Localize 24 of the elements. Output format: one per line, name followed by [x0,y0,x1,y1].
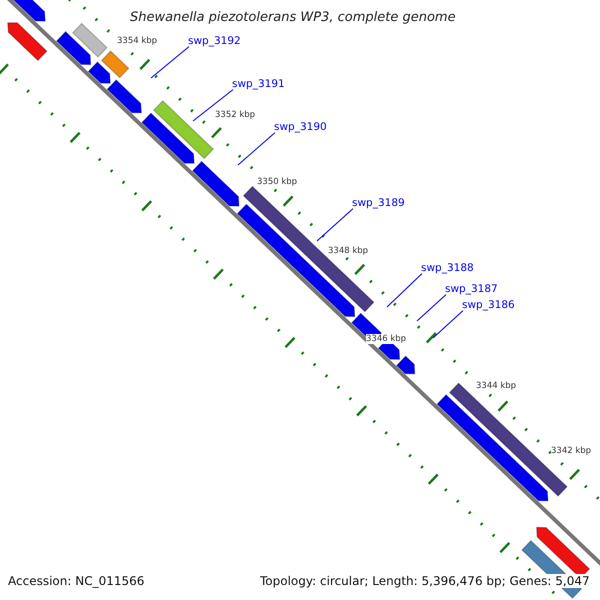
gene-name: swp_3190 [274,121,327,134]
tick-label: 3346 kbp [366,334,406,344]
leader-line [150,46,190,78]
title: Shewanella piezotolerans WP3, complete genome [130,10,456,26]
leader-line [192,89,234,122]
leader-line [432,310,464,338]
tick-label: 3352 kbp [215,110,256,120]
leader-line [386,273,422,308]
tick-label: 3348 kbp [328,246,368,256]
accession-text: Accession: NC_011566 [8,574,144,588]
gene-name: swp_3188 [421,262,474,275]
tick-label: 3342 kbp [551,446,592,456]
gene-name: swp_3192 [188,35,241,48]
leader-line [316,208,354,242]
gene-name: swp_3189 [352,197,405,210]
gene-name: swp_3186 [462,299,515,312]
tick-label: 3350 kbp [257,177,298,188]
leader-line [416,294,446,322]
genome-info-text: Topology: circular; Length: 5,396,476 bp; Genes: 5,047 [260,574,590,588]
gene-name: swp_3187 [445,283,498,296]
leader-line [238,132,276,166]
tick-label: 3354 kbp [117,36,158,46]
tick-label: 3344 kbp [476,381,516,392]
gene-name: swp_3191 [232,78,285,91]
